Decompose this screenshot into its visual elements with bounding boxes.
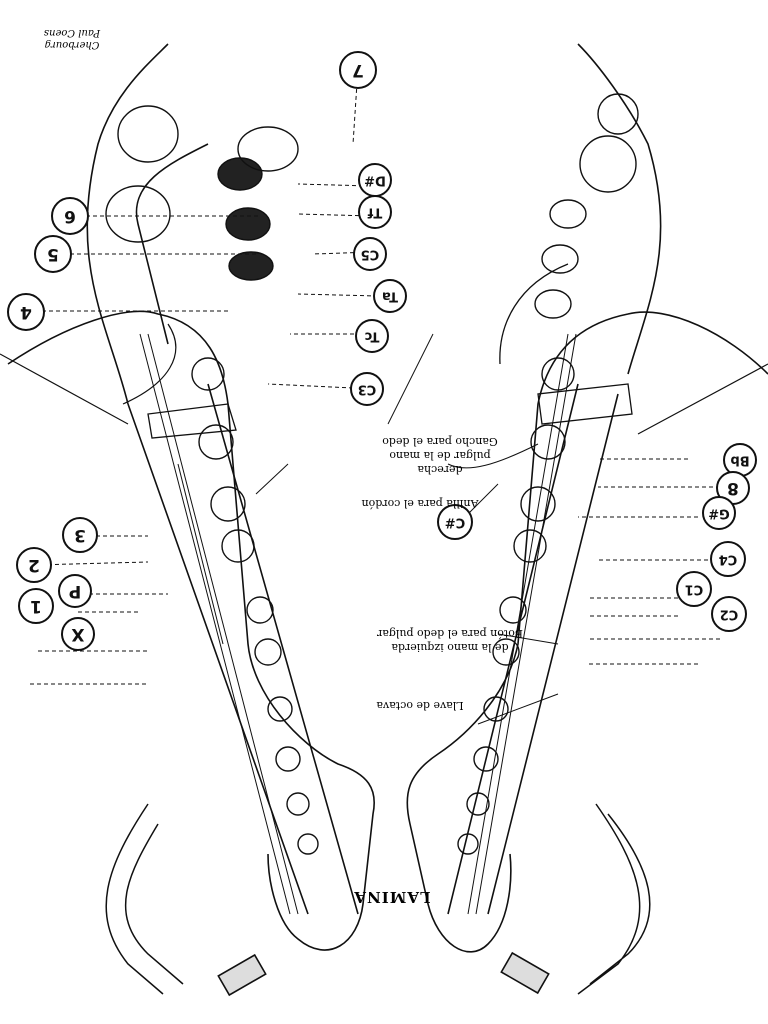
callout-circle-tf <box>358 195 392 229</box>
neck <box>577 803 651 995</box>
key-cups <box>457 93 639 855</box>
callout-label-c2: C2 <box>720 607 739 622</box>
leader-lines <box>28 67 734 685</box>
callout-label-c1: C1 <box>685 582 704 597</box>
callout-label-c-sharp: C# <box>445 515 466 530</box>
callout-label-c4: C4 <box>719 552 738 567</box>
callout-circle-4 <box>7 293 45 331</box>
callout-label-tf: Tf <box>367 205 382 220</box>
callout-label-7: 7 <box>352 60 364 80</box>
note-leaders <box>255 333 559 725</box>
callout-label-d-sharp: D# <box>364 173 386 188</box>
callout-circle-c1 <box>676 571 712 607</box>
body-tube <box>447 383 619 915</box>
plate-title: LAMINA <box>353 888 430 906</box>
callout-circle-1 <box>18 588 54 624</box>
body-tube <box>127 383 359 915</box>
saxophone-back-view <box>406 43 768 995</box>
callout-label-c5: C5 <box>361 247 380 262</box>
thumb-hook-note-1: Gancho para el dedo <box>382 435 498 448</box>
callout-label-3: 3 <box>74 525 86 545</box>
saxophone-front-view <box>0 43 375 997</box>
octave-key-note: Llave de octava <box>376 699 464 712</box>
callout-circle-c4 <box>710 541 746 577</box>
bell-outline <box>406 311 768 953</box>
callout-label-ta: Ta <box>382 289 398 304</box>
callout-circle-tc <box>355 319 389 353</box>
signature-line-2: Cherbourg <box>45 39 100 50</box>
strap-ring-note: Anilla para el cordón <box>362 497 480 510</box>
callout-circle-g-sharp <box>702 496 736 530</box>
callout-circle-x <box>61 617 95 651</box>
callout-circle-ta <box>373 279 407 313</box>
callout-circle-3 <box>62 517 98 553</box>
callout-label-1: 1 <box>30 596 42 616</box>
callout-label-p: P <box>69 581 81 601</box>
key-cups <box>105 105 319 855</box>
callout-circle-7 <box>339 51 377 89</box>
mouthpiece-cork <box>217 953 267 997</box>
callout-circle-c5 <box>353 237 387 271</box>
callout-label-bb: Bb <box>730 453 749 468</box>
callout-label-8: 8 <box>727 478 739 498</box>
callout-circle-c3 <box>350 372 384 406</box>
callout-circle-2 <box>16 547 52 583</box>
callout-circle-5 <box>34 235 72 273</box>
plate-title-group: LAMINA <box>353 888 430 906</box>
callout-label-g-sharp: G# <box>708 506 730 521</box>
neck <box>105 803 184 995</box>
signature-group: Paul Coens Cherbourg <box>44 27 101 50</box>
notes: Gancho para el dedo pulgar de la mano de… <box>362 435 523 712</box>
mouthpiece-cork <box>500 951 550 995</box>
callout-circle-6 <box>51 197 89 235</box>
callout-circle-p <box>58 574 92 608</box>
thumb-button-note-2: de la mano izquierda <box>391 641 509 654</box>
callout-label-x: X <box>71 624 84 644</box>
callout-circle-c-sharp <box>437 504 473 540</box>
thumb-hook-note-3: derecha <box>417 463 463 476</box>
callout-label-4: 4 <box>20 302 32 322</box>
thumb-button-note-1: Botón para el dedo pulgar <box>376 627 523 640</box>
callout-label-6: 6 <box>64 206 76 226</box>
callout-label-5: 5 <box>47 244 59 264</box>
callout-label-c3: C3 <box>358 382 377 397</box>
callout-label-tc: Tc <box>365 329 380 344</box>
callout-circle-c2 <box>711 596 747 632</box>
callout-label-2: 2 <box>28 555 40 575</box>
signature-line-1: Paul Coens <box>44 27 101 38</box>
thumb-hook-note-2: pulgar de la mano <box>389 449 491 462</box>
